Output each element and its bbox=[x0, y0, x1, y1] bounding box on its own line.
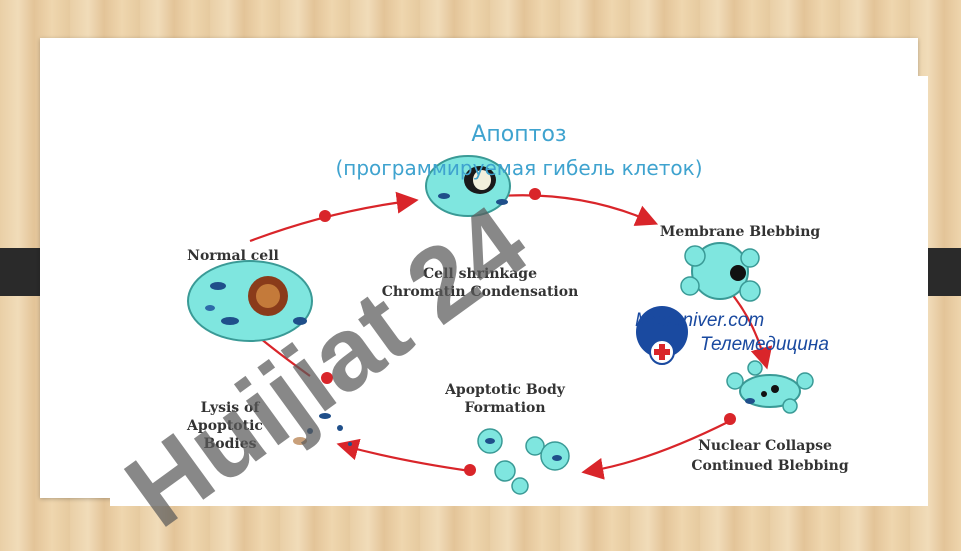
blebbing-cell-icon bbox=[680, 242, 761, 302]
apoptosis-cycle-graphic bbox=[187, 155, 814, 495]
label-apoptotic-body: Apoptotic Body bbox=[445, 382, 565, 398]
apoptosis-diagram: Апоптоз (программируемая гибель клеток) … bbox=[110, 76, 928, 506]
title-main: Апоптоз bbox=[471, 122, 567, 147]
lysis-remnants-icon bbox=[293, 413, 352, 446]
slide-frame: Апоптоз (программируемая гибель клеток) … bbox=[40, 38, 928, 506]
arrow-body-to-lysis bbox=[336, 438, 471, 473]
label-formation: Formation bbox=[464, 400, 546, 416]
label-bodies: Bodies bbox=[203, 436, 257, 452]
arrow-collapse-to-body bbox=[581, 420, 731, 480]
arrow-normal-to-shrink bbox=[249, 191, 419, 243]
label-lysis-of: Lysis of bbox=[200, 400, 260, 416]
label-nuclear-collapse: Nuclear Collapse bbox=[698, 438, 832, 454]
shrinking-cell-icon bbox=[425, 155, 511, 217]
label-chromatin-condensation: Chromatin Condensation bbox=[381, 284, 579, 300]
label-membrane-blebbing: Membrane Blebbing bbox=[659, 224, 821, 240]
label-continued-blebbing: Continued Blebbing bbox=[691, 458, 849, 474]
label-normal-cell: Normal cell bbox=[187, 248, 279, 264]
collapsing-cell-icon bbox=[726, 360, 814, 414]
title-sub: (программируемая гибель клеток) bbox=[335, 156, 703, 180]
apoptotic-bodies-icon bbox=[477, 428, 570, 495]
logo-tagline: Телемедицина bbox=[700, 334, 829, 355]
logo-site-name: Meduniver.com bbox=[635, 310, 765, 331]
normal-cell-icon bbox=[187, 260, 313, 342]
meduniver-logo bbox=[636, 306, 688, 365]
arrow-shrink-to-bleb bbox=[499, 194, 659, 226]
label-cell-shrinkage: Cell shrinkage bbox=[423, 266, 537, 282]
label-apoptotic: Apoptotic bbox=[187, 418, 263, 434]
